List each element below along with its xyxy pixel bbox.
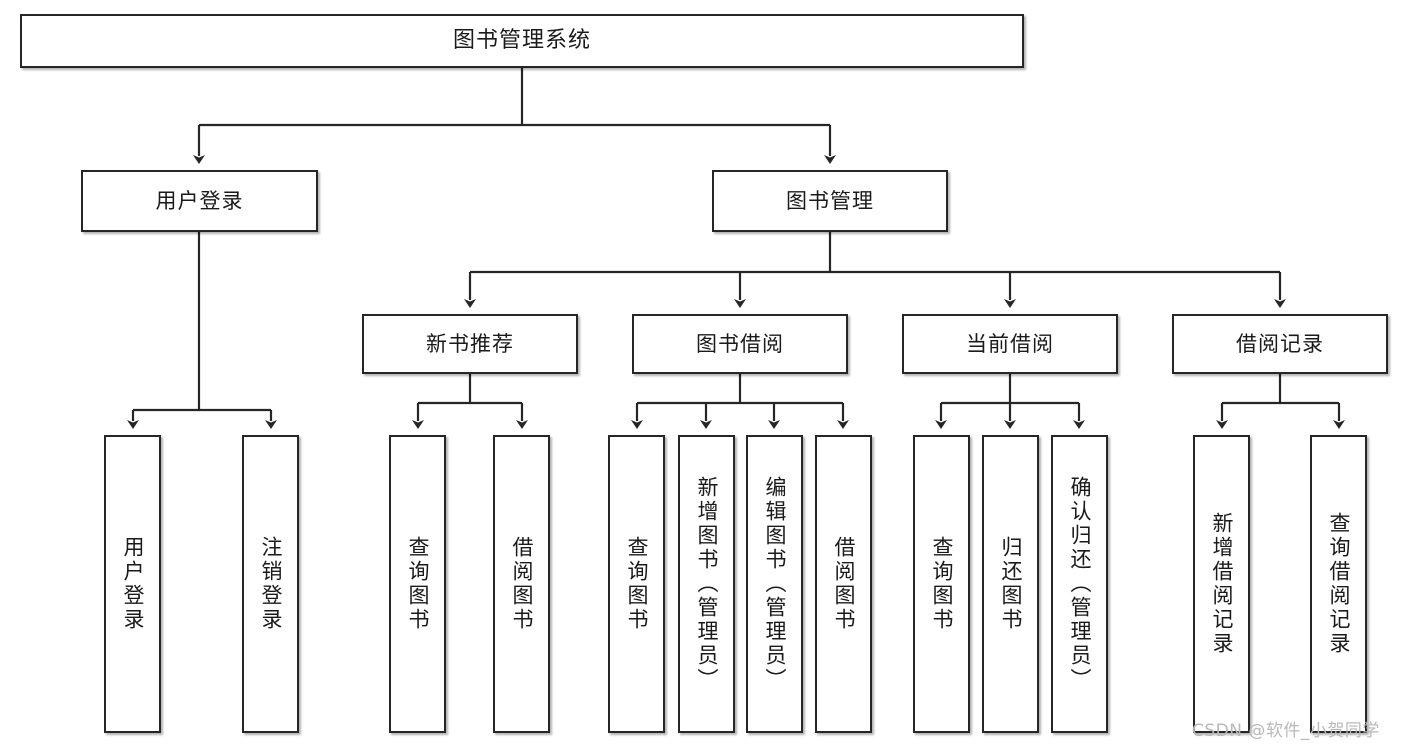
node-borrow-record[interactable]: 借阅记录 [1172,314,1388,374]
node-label: 查询图书 [930,536,955,632]
node-label: 用户登录 [155,188,244,213]
node-label: 图书管理系统 [452,28,591,54]
node-label: 当前借阅 [966,331,1054,356]
node-label: 编辑图书（管理员） [763,476,788,692]
leaf-query-book-borrow[interactable]: 查询图书 [608,435,665,733]
leaf-query-book-current[interactable]: 查询图书 [913,435,970,733]
csdn-watermark: CSDN @软件_小贺同学 [1192,721,1380,741]
node-label: 新增图书（管理员） [695,476,720,692]
node-label: 确认归还（管理员） [1068,476,1093,692]
node-root-book-management-system[interactable]: 图书管理系统 [20,14,1024,68]
leaf-borrow-book-borrow[interactable]: 借阅图书 [815,435,872,733]
leaf-return-book[interactable]: 归还图书 [982,435,1039,733]
node-book-borrow[interactable]: 图书借阅 [632,314,848,374]
leaf-query-borrow-record[interactable]: 查询借阅记录 [1310,435,1367,733]
node-label: 归还图书 [999,536,1024,632]
node-label: 查询图书 [406,536,431,632]
leaf-confirm-return-admin[interactable]: 确认归还（管理员） [1051,435,1108,733]
leaf-add-borrow-record[interactable]: 新增借阅记录 [1193,435,1250,733]
node-user-login[interactable]: 用户登录 [81,170,318,232]
leaf-user-login[interactable]: 用户登录 [104,435,161,733]
node-label: 借阅记录 [1236,331,1324,356]
node-label: 图书借阅 [696,331,784,356]
node-book-management[interactable]: 图书管理 [712,170,948,232]
node-label: 查询借阅记录 [1327,512,1352,656]
leaf-logout-login[interactable]: 注销登录 [242,435,299,733]
leaf-edit-book-admin[interactable]: 编辑图书（管理员） [746,435,803,733]
node-label: 借阅图书 [510,536,535,632]
leaf-query-book-recommend[interactable]: 查询图书 [389,435,446,733]
node-label: 注销登录 [259,536,284,632]
node-label: 借阅图书 [832,536,857,632]
leaf-borrow-book-recommend[interactable]: 借阅图书 [493,435,550,733]
node-label: 新增借阅记录 [1210,512,1235,656]
node-current-borrow[interactable]: 当前借阅 [902,314,1118,374]
node-label: 用户登录 [121,536,146,632]
leaf-add-book-admin[interactable]: 新增图书（管理员） [678,435,735,733]
node-label: 新书推荐 [426,331,514,356]
node-label: 查询图书 [625,536,650,632]
node-label: 图书管理 [786,188,874,213]
node-new-book-recommend[interactable]: 新书推荐 [362,314,578,374]
